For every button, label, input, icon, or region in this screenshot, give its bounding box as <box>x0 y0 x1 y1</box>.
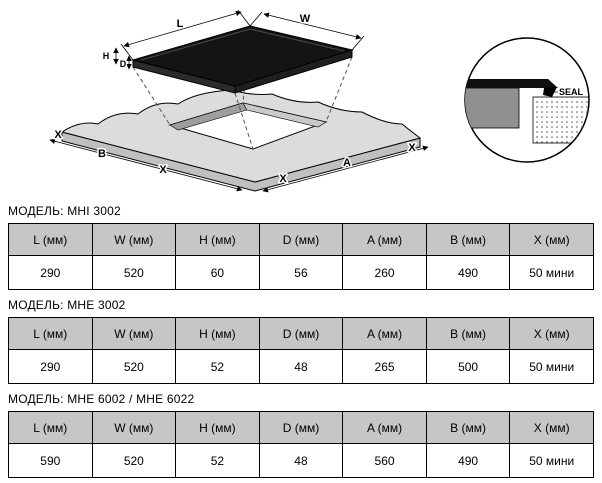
table-header-row: L (мм) W (мм) H (мм) D (мм) A (мм) B (мм… <box>8 411 594 444</box>
model-label: МОДЕЛЬ: MHI 3002 <box>8 204 121 218</box>
table-header-row: L (мм) W (мм) H (мм) D (мм) A (мм) B (мм… <box>8 223 594 256</box>
model-label: МОДЕЛЬ: MHE 3002 <box>8 298 126 312</box>
dimension-left <box>49 138 243 192</box>
glass-cross-section <box>465 79 558 88</box>
col-header-a: A (мм) <box>342 411 427 444</box>
dimensions-table: L (мм) W (мм) H (мм) D (мм) A (мм) B (мм… <box>8 411 594 478</box>
dim-label-w: W <box>300 13 311 25</box>
table-section-mhe-3002: МОДЕЛЬ: MHE 3002 L (мм) W (мм) H (мм) D … <box>8 298 594 384</box>
dim-label-l: L <box>177 18 184 30</box>
col-header-b: B (мм) <box>425 411 511 444</box>
col-header-l: L (мм) <box>8 411 93 444</box>
table-section-mhe-6002: МОДЕЛЬ: MHE 6002 / MHE 6022 L (мм) W (мм… <box>8 392 594 478</box>
dim-label-a: A <box>343 157 351 169</box>
cell-d: 48 <box>258 349 344 384</box>
seal-shape <box>543 87 557 97</box>
cell-x: 50 мини <box>509 255 594 290</box>
dim-label-x2: X <box>159 164 167 176</box>
cell-a: 265 <box>342 349 427 384</box>
seal-label: SEAL <box>559 87 584 97</box>
col-header-a: A (мм) <box>342 223 427 256</box>
dim-label-b: B <box>98 148 106 160</box>
col-header-d: D (мм) <box>258 317 344 350</box>
dim-label-x4: X <box>408 142 416 154</box>
seal-detail: SEAL <box>464 37 590 163</box>
countertop <box>60 89 422 192</box>
col-header-x: X (мм) <box>509 317 594 350</box>
table-row: 590 520 52 48 560 490 50 мини <box>8 443 594 478</box>
col-header-b: B (мм) <box>425 317 511 350</box>
cell-b: 490 <box>425 255 511 290</box>
col-header-d: D (мм) <box>258 411 344 444</box>
cell-h: 52 <box>175 349 260 384</box>
table-row: 290 520 60 56 260 490 50 мини <box>8 255 594 290</box>
cell-x: 50 мини <box>509 443 594 478</box>
cell-d: 56 <box>258 255 344 290</box>
dimensions-table: L (мм) W (мм) H (мм) D (мм) A (мм) B (мм… <box>8 317 594 384</box>
col-header-l: L (мм) <box>8 223 93 256</box>
cell-w: 520 <box>91 443 177 478</box>
counter-cross-section <box>465 87 520 129</box>
col-header-d: D (мм) <box>258 223 344 256</box>
cell-l: 290 <box>8 255 93 290</box>
col-header-h: H (мм) <box>175 223 260 256</box>
col-header-w: W (мм) <box>91 317 177 350</box>
cell-b: 490 <box>425 443 511 478</box>
dimensions-table: L (мм) W (мм) H (мм) D (мм) A (мм) B (мм… <box>8 223 594 290</box>
cell-w: 520 <box>91 255 177 290</box>
col-header-x: X (мм) <box>509 223 594 256</box>
cell-b: 500 <box>425 349 511 384</box>
cabinet-cross-section <box>532 96 589 144</box>
col-header-w: W (мм) <box>91 223 177 256</box>
cell-h: 60 <box>175 255 260 290</box>
dimension-right <box>262 145 429 193</box>
col-header-l: L (мм) <box>8 317 93 350</box>
cell-l: 290 <box>8 349 93 384</box>
cell-x: 50 мини <box>509 349 594 384</box>
col-header-x: X (мм) <box>509 411 594 444</box>
cell-h: 52 <box>175 443 260 478</box>
col-header-h: H (мм) <box>175 411 260 444</box>
col-header-w: W (мм) <box>91 411 177 444</box>
cell-a: 260 <box>342 255 427 290</box>
col-header-a: A (мм) <box>342 317 427 350</box>
dim-label-x3: X <box>279 173 287 185</box>
model-label: МОДЕЛЬ: MHE 6002 / MHE 6022 <box>8 392 195 406</box>
table-section-mhi-3002: МОДЕЛЬ: MHI 3002 L (мм) W (мм) H (мм) D … <box>8 204 594 290</box>
dim-label-d: D <box>120 59 127 69</box>
cell-l: 590 <box>8 443 93 478</box>
installation-diagram-section: L W H D X B X X A X SEAL <box>0 0 602 196</box>
cutout-hole <box>168 102 328 150</box>
cooktop <box>131 25 354 94</box>
dim-label-h: H <box>103 51 110 61</box>
cell-d: 48 <box>258 443 344 478</box>
installation-diagram: L W H D X B X X A X SEAL <box>49 9 590 193</box>
col-header-h: H (мм) <box>175 317 260 350</box>
table-row: 290 520 52 48 265 500 50 мини <box>8 349 594 384</box>
cell-a: 560 <box>342 443 427 478</box>
spec-tables: МОДЕЛЬ: MHI 3002 L (мм) W (мм) H (мм) D … <box>0 204 602 478</box>
cell-w: 520 <box>91 349 177 384</box>
dimension-w <box>249 11 365 51</box>
col-header-b: B (мм) <box>425 223 511 256</box>
dim-label-x1: X <box>54 129 62 141</box>
table-header-row: L (мм) W (мм) H (мм) D (мм) A (мм) B (мм… <box>8 317 594 350</box>
